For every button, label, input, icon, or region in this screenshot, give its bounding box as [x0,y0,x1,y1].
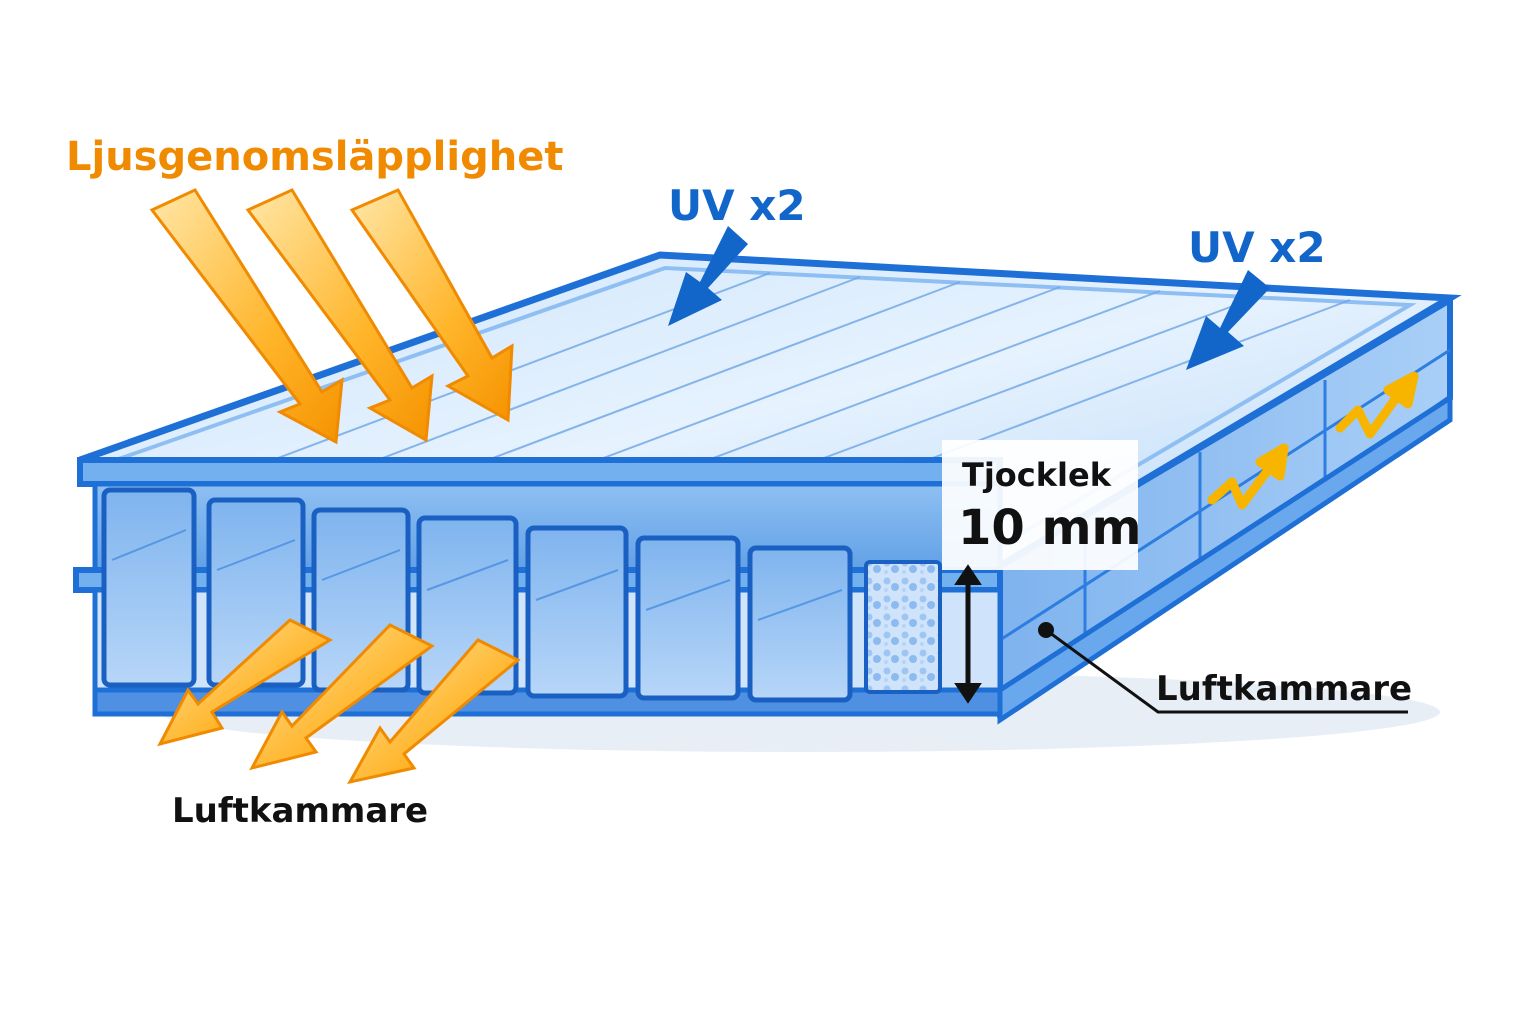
thickness-title: Tjocklek [962,456,1112,494]
panel-front-upper-lip [77,457,1003,487]
air-cell [525,525,629,699]
light-transmission-label: Ljusgenomsläpplighet [66,134,563,180]
light-ray-arrow-icon [157,618,334,747]
panel-side-chambers [999,348,1451,652]
heat-zigzag-arrow-icon [1335,371,1419,439]
light-ray-arrow-icon [349,188,514,423]
thickness-label-box [942,440,1138,570]
air-cell [747,545,853,703]
foam-cell [864,560,942,694]
heat-zigzag-arrow-icon [1207,443,1289,510]
light-ray-arrow-icon [347,638,521,785]
light-ray-arrow-icon [149,188,344,445]
air-chamber-leader [1038,622,1408,714]
light-ray-arrow-icon [249,623,435,771]
air-chamber-label-right: Luftkammare [1156,669,1412,709]
panel-front-cells [101,487,942,703]
air-cell [101,487,197,688]
uv-arrow-icon [668,226,748,326]
double-headed-arrow-icon [954,564,982,704]
air-cell [635,535,741,701]
thickness-value: 10 mm [958,500,1142,556]
uv-label-left: UV x2 [668,181,806,230]
air-chamber-label-bottom: Luftkammare [172,791,428,831]
uv-label-right: UV x2 [1188,223,1326,272]
light-ray-arrow-icon [245,188,434,443]
uv-arrow-icon [1186,270,1270,370]
